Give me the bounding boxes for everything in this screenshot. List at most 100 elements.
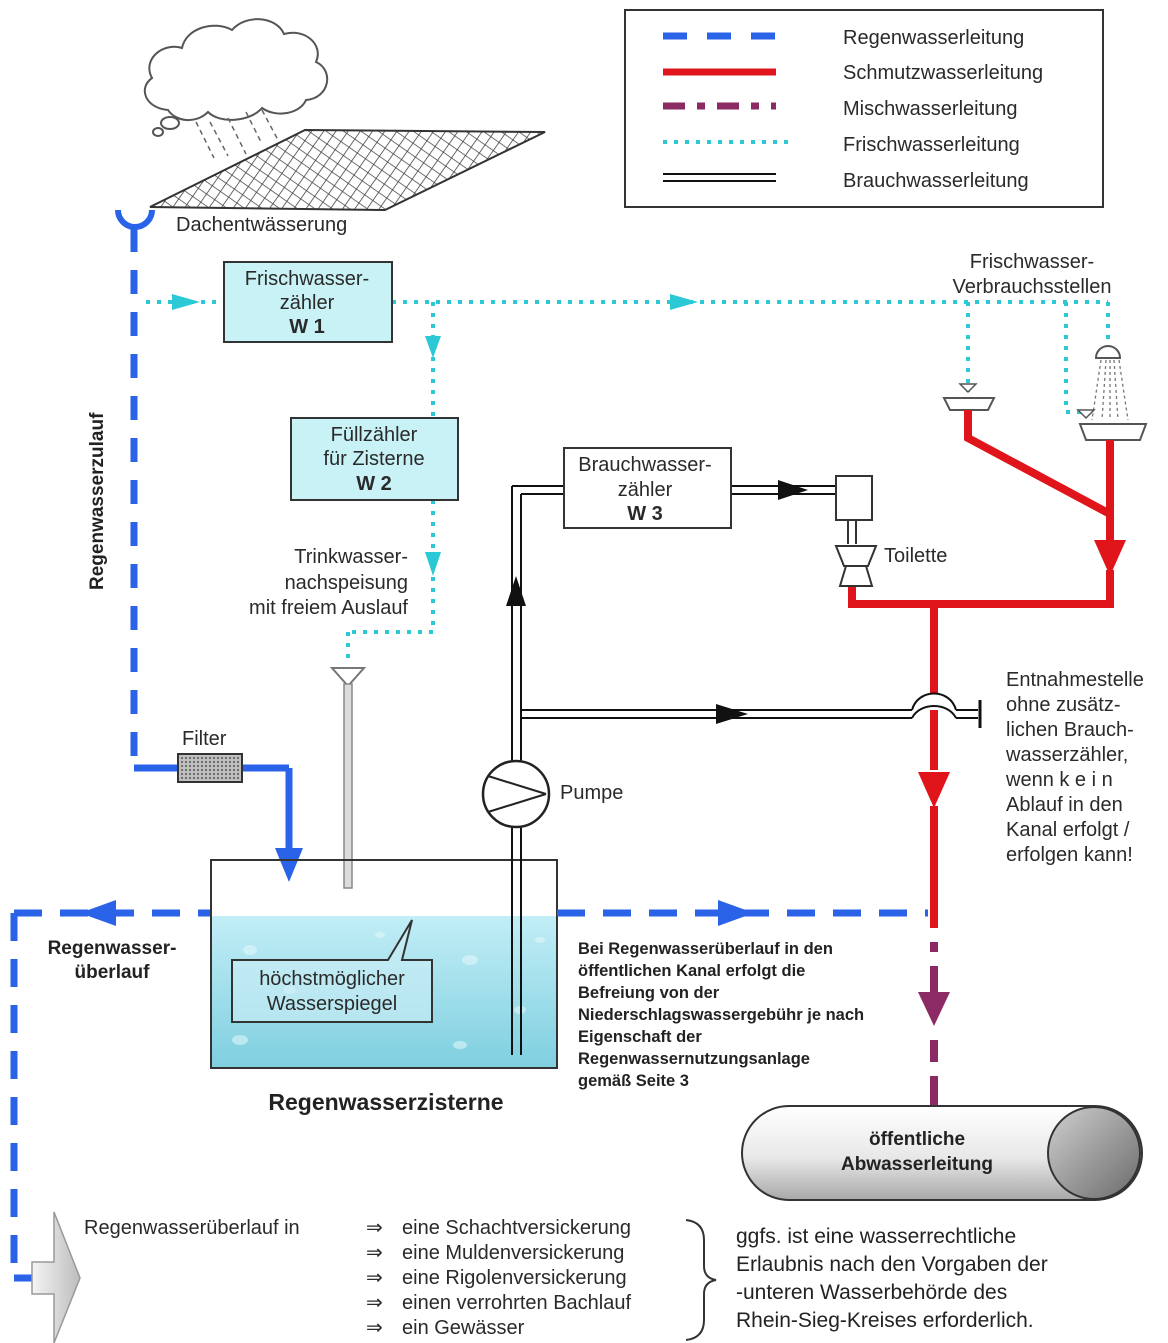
list-item: einen verrohrten Bachlauf xyxy=(402,1292,631,1314)
sewer-label-line2: Abwasserleitung xyxy=(841,1154,993,1175)
note-line: wenn k e i n xyxy=(1005,769,1113,791)
note-line: Eigenschaft der xyxy=(578,1028,702,1046)
note-line: Niederschlagswassergebühr je nach xyxy=(578,1006,864,1024)
note-line: ohne zusätz- xyxy=(1006,694,1121,716)
curly-brace xyxy=(685,1219,717,1341)
extraction-point-note: Entnahmestelle ohne zusätz- lichen Brauc… xyxy=(1005,669,1144,866)
note-line: Regenwassernutzungsanlage xyxy=(578,1050,810,1068)
list-item: eine Muldenversickerung xyxy=(402,1242,624,1264)
note-line: erfolgen kann! xyxy=(1006,844,1133,866)
meter-w1-line2: zähler xyxy=(280,292,335,314)
list-arrow-glyph: ⇒ xyxy=(366,1317,383,1339)
legend-service-line xyxy=(663,173,776,182)
list-arrow-glyph: ⇒ xyxy=(366,1292,383,1314)
meter-w3-line3: W 3 xyxy=(627,503,663,525)
note-line: Bei Regenwasserüberlauf in den xyxy=(578,940,833,958)
free-outlet-icon xyxy=(329,667,367,889)
note-line: Kanal erfolgt / xyxy=(1006,819,1130,841)
toilet-icon xyxy=(834,475,878,587)
shower-icon xyxy=(1076,345,1148,441)
note-line: ggfs. ist eine wasserrechtliche xyxy=(736,1225,1016,1248)
meter-w2-line1: Füllzähler xyxy=(331,424,418,446)
list-item: eine Rigolenversickerung xyxy=(402,1267,627,1289)
permit-note: ggfs. ist eine wasserrechtliche Erlaubni… xyxy=(736,1225,1048,1332)
note-line: lichen Brauch- xyxy=(1006,719,1134,741)
label-toilet: Toilette xyxy=(884,545,947,567)
service-arrow-up xyxy=(506,576,526,606)
list-item: eine Schachtversickerung xyxy=(402,1217,631,1239)
service-arrow-to-tap xyxy=(716,704,748,724)
filter-icon xyxy=(177,753,243,783)
meter-w3-line1: Brauchwasser- xyxy=(578,454,711,476)
legend: Regenwasserleitung Schmutzwasserleitung … xyxy=(624,9,1104,208)
label-overflow-line1: Regenwasser- xyxy=(48,938,177,959)
note-line: Ablauf in den xyxy=(1006,794,1123,816)
meter-w2-line2: für Zisterne xyxy=(323,448,424,470)
gutter-icon xyxy=(115,209,155,230)
waste-arrow-lower xyxy=(918,772,950,808)
mixed-water-arrow xyxy=(918,992,950,1026)
water-level-line2: Wasserspiegel xyxy=(267,993,397,1015)
label-overflow-into: Regenwasserüberlauf in xyxy=(84,1217,300,1239)
water-level-line1: höchstmöglicher xyxy=(259,968,405,990)
label-cistern: Regenwasserzisterne xyxy=(268,1089,503,1115)
note-line: Rhein-Sieg-Kreises erforderlich. xyxy=(736,1309,1034,1332)
list-arrow-glyph: ⇒ xyxy=(366,1242,383,1264)
meter-w2-line3: W 2 xyxy=(356,473,392,495)
legend-label-waste: Schmutzwasserleitung xyxy=(843,62,1043,84)
service-arrow-to-toilet xyxy=(778,480,808,500)
label-overflow-line2: überlauf xyxy=(75,962,151,983)
arrow-into-cistern xyxy=(275,848,303,882)
pump-icon xyxy=(481,759,551,829)
legend-label-mixed: Mischwasserleitung xyxy=(843,98,1018,120)
suction-pipe xyxy=(511,828,522,1055)
label-topup-line2: nachspeisung xyxy=(285,572,408,594)
overflow-options-list: ⇒ eine Schachtversickerung ⇒ eine Mulden… xyxy=(366,1217,631,1339)
tap-icon xyxy=(911,692,982,728)
note-line: wasserzähler, xyxy=(1005,744,1128,766)
list-item: ein Gewässer xyxy=(402,1317,525,1339)
fresh-water-meter-w1: Frischwasser- zähler W 1 xyxy=(223,261,393,343)
note-line: Entnahmestelle xyxy=(1006,669,1144,691)
service-water-meter-w3: Brauchwasser- zähler W 3 xyxy=(563,447,732,529)
note-line: gemäß Seite 3 xyxy=(578,1072,689,1090)
note-line: Erlaubnis nach den Vorgaben der xyxy=(736,1253,1048,1276)
label-rain-inflow: Regenwasserzulauf xyxy=(87,412,108,590)
overflow-arrow-right xyxy=(718,900,754,926)
label-filter: Filter xyxy=(182,728,227,750)
fee-exemption-note: Bei Regenwasserüberlauf in den öffentlic… xyxy=(578,940,864,1090)
label-topup-line1: Trinkwasser- xyxy=(294,546,408,568)
roof xyxy=(149,128,546,212)
waste-arrow-upper xyxy=(1094,540,1126,576)
label-topup-line3: mit freiem Auslauf xyxy=(249,597,408,619)
water-level-callout: höchstmöglicher Wasserspiegel xyxy=(231,919,433,1023)
washbasin-icon xyxy=(942,383,996,411)
label-consumers-line1: Frischwasser- xyxy=(970,251,1094,273)
note-line: -unteren Wasserbehörde des xyxy=(736,1281,1007,1304)
overflow-arrow-left xyxy=(80,900,116,926)
rain-drops xyxy=(195,109,279,159)
waste-water-lines xyxy=(848,410,1114,770)
label-roof-drainage: Dachentwässerung xyxy=(176,214,347,236)
meter-w1-line3: W 1 xyxy=(289,316,325,338)
note-line: Befreiung von der xyxy=(578,984,720,1002)
label-pump: Pumpe xyxy=(560,782,623,804)
legend-label-fresh: Frischwasserleitung xyxy=(843,134,1020,156)
fresh-water-arrows xyxy=(172,294,698,576)
legend-label-service: Brauchwasserleitung xyxy=(843,170,1029,192)
big-arrow-icon xyxy=(31,1211,81,1343)
rain-inflow-pipe xyxy=(130,228,293,852)
legend-label-rain: Regenwasserleitung xyxy=(843,27,1024,49)
fill-meter-w2: Füllzähler für Zisterne W 2 xyxy=(290,417,459,501)
list-arrow-glyph: ⇒ xyxy=(366,1217,383,1239)
sewer-label-line1: öffentliche xyxy=(869,1129,965,1150)
label-consumers-line2: Verbrauchsstellen xyxy=(953,276,1112,298)
meter-w3-line2: zähler xyxy=(618,479,673,501)
meter-w1-line1: Frischwasser- xyxy=(245,268,369,290)
public-sewer-pipe: öffentliche Abwasserleitung xyxy=(741,1105,1143,1201)
list-arrow-glyph: ⇒ xyxy=(366,1267,383,1289)
note-line: öffentlichen Kanal erfolgt die xyxy=(578,962,805,980)
cloud-icon xyxy=(143,18,329,137)
